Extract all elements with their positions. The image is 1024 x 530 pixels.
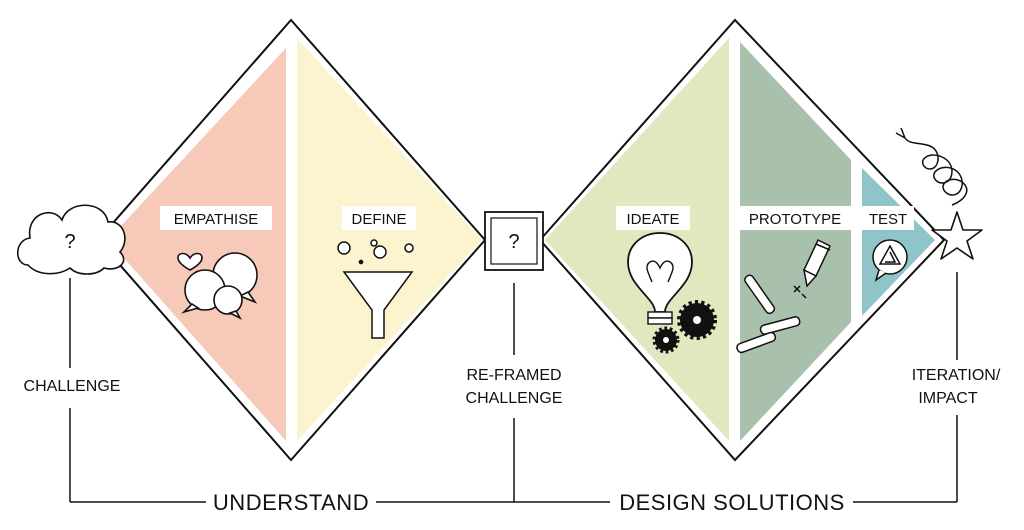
define-region [297, 38, 482, 441]
reframed-label-line2: CHALLENGE [466, 390, 563, 407]
stage-tag-prototype: PROTOTYPE [738, 206, 852, 230]
reframed-challenge-box-icon: ? [484, 211, 544, 271]
ideate-region [545, 38, 729, 441]
funnel-icon [337, 239, 414, 339]
pencil-tools-icon [736, 238, 831, 354]
lightbulb-gears-icon [627, 232, 717, 354]
stage-label-define: DEFINE [351, 211, 406, 228]
stage-tag-define: DEFINE [342, 206, 416, 230]
prototype-region [740, 42, 851, 441]
empathise-region [108, 48, 286, 441]
challenge-label: CHALLENGE [24, 378, 121, 395]
bracket-lines [69, 272, 958, 503]
challenge-cloud-icon: ? [16, 204, 126, 275]
stage-label-prototype: PROTOTYPE [749, 211, 841, 228]
cloud-question-mark: ? [64, 231, 75, 253]
stage-tag-test: TEST [862, 206, 914, 230]
stage-tag-ideate: IDEATE [616, 206, 690, 230]
phase-label-design-solutions: DESIGN SOLUTIONS [619, 490, 845, 515]
stage-label-empathise: EMPATHISE [174, 211, 258, 228]
phase-label-understand: UNDERSTAND [213, 490, 369, 515]
reframed-label-line1: RE-FRAMED [466, 367, 561, 384]
stage-label-ideate: IDEATE [626, 211, 679, 228]
box-question-mark: ? [508, 231, 519, 253]
speech-bubbles-heart-icon [177, 252, 258, 320]
stage-tag-empathise: EMPATHISE [160, 206, 272, 230]
iteration-label-line1: ITERATION/ [912, 367, 1001, 384]
right-diamond-outline [538, 18, 946, 462]
spiral-arrow-icon [895, 127, 968, 206]
star-icon [931, 211, 983, 260]
test-triangle-icon [872, 239, 908, 282]
stage-label-test: TEST [869, 211, 907, 228]
iteration-label-line2: IMPACT [918, 390, 977, 407]
